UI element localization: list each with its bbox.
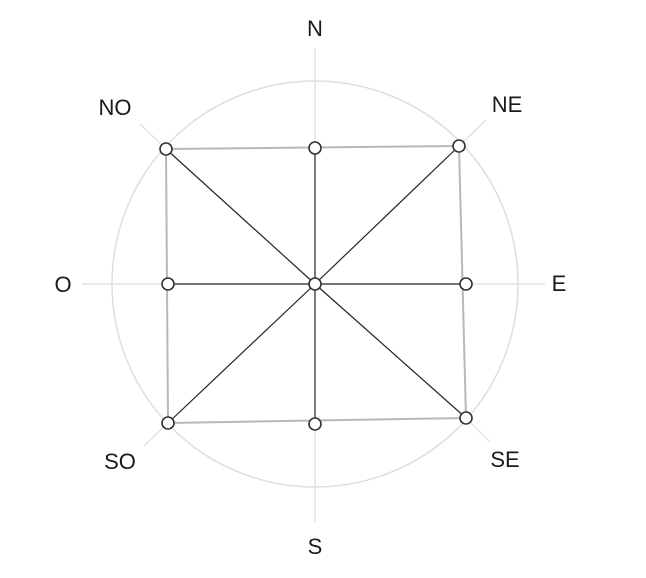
node-southwest	[161, 416, 175, 430]
label-west: O	[54, 272, 71, 297]
label-north: N	[307, 16, 323, 41]
spoke-southeast	[314, 283, 467, 419]
spoke-southwest	[167, 283, 316, 424]
spoke-northwest	[165, 148, 316, 285]
label-southwest: SO	[104, 449, 136, 474]
node-east	[459, 277, 473, 291]
node-north	[308, 141, 322, 155]
label-northeast: NE	[492, 92, 523, 117]
label-east: E	[552, 271, 567, 296]
node-northwest	[159, 142, 173, 156]
node-center	[308, 277, 322, 291]
label-south: S	[308, 534, 323, 559]
node-northeast	[452, 139, 466, 153]
node-west	[161, 277, 175, 291]
node-south	[308, 417, 322, 431]
spoke-northeast	[314, 145, 460, 285]
label-southeast: SE	[490, 447, 519, 472]
label-northwest: NO	[99, 95, 132, 120]
node-southeast	[459, 411, 473, 425]
